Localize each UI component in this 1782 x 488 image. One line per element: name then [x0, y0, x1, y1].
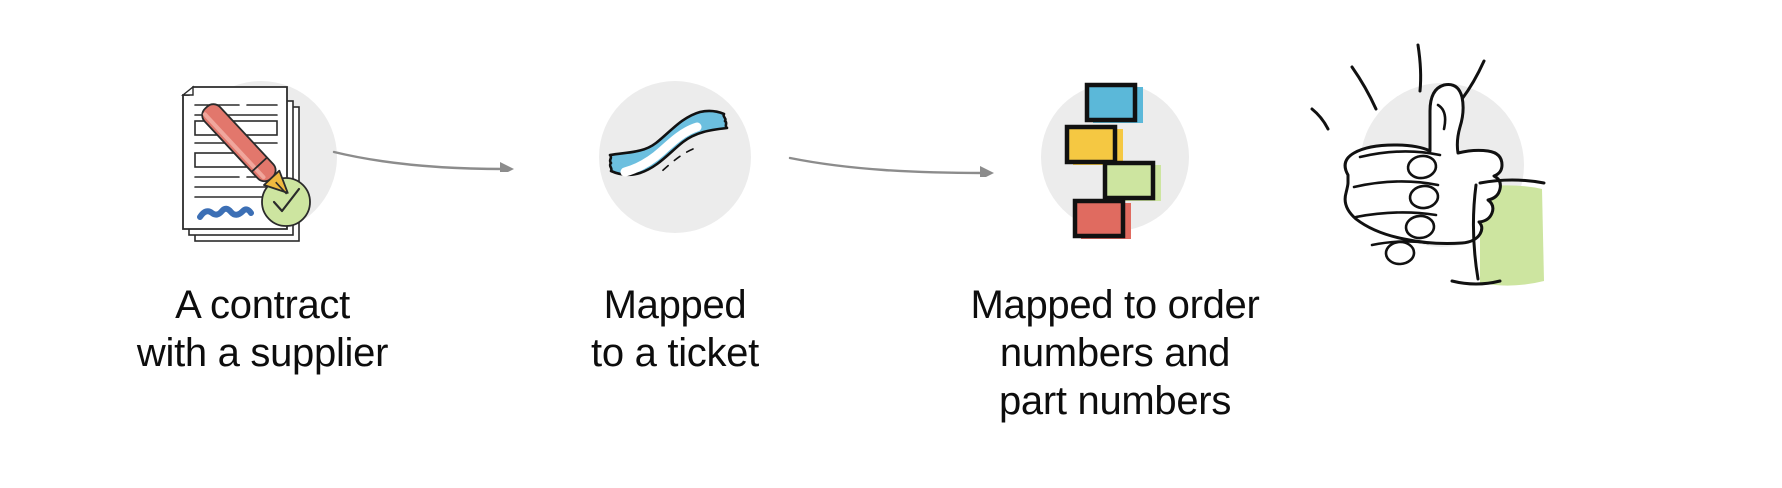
arrow-contract-to-ticket — [332, 148, 522, 177]
wavy-ticket-ribbon-icon — [565, 55, 785, 275]
thumbs-up-hand-icon — [1290, 5, 1590, 286]
stacked-color-cards-icon — [1005, 55, 1225, 275]
step-ticket: Mapped to a ticket — [520, 55, 830, 377]
arrow-ticket-to-orders — [788, 155, 1003, 182]
step-ticket-caption: Mapped to a ticket — [591, 283, 759, 375]
step-contract: A contract with a supplier — [60, 55, 465, 377]
step-orders: Mapped to order numbers and part numbers — [930, 55, 1300, 425]
contract-document-with-pen-icon — [153, 55, 373, 275]
step-orders-caption: Mapped to order numbers and part numbers — [970, 283, 1260, 423]
step-contract-caption: A contract with a supplier — [136, 283, 389, 375]
step-done — [1280, 5, 1600, 291]
